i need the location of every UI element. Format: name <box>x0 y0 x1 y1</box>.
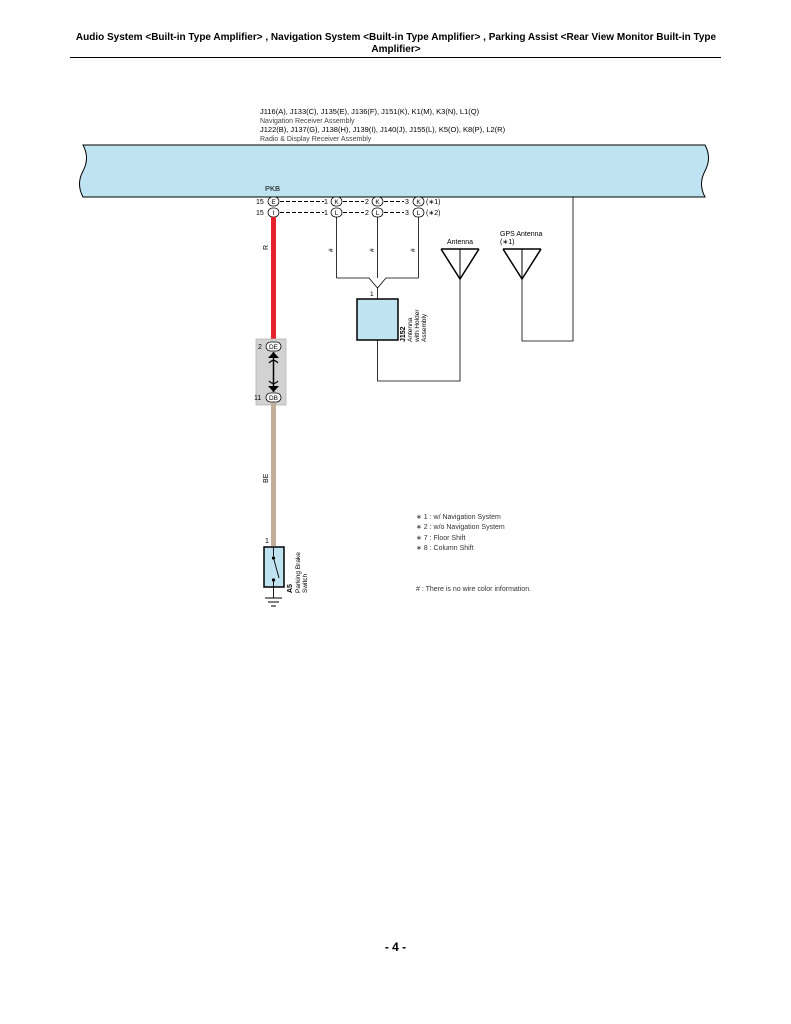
svg-text:L: L <box>417 210 421 217</box>
pin-number-1-a: 1 <box>324 199 328 206</box>
wire-color-unknown-1: # <box>328 248 335 252</box>
junction-arrow-icon <box>268 352 279 392</box>
junction-pin-bottom: 11 <box>254 395 261 402</box>
svg-text:K: K <box>375 199 380 206</box>
radio-connector-list: J122(B), J137(G), J138(H), J139(I), J140… <box>260 125 506 134</box>
svg-text:DE: DE <box>269 344 279 351</box>
radio-receiver-name: Radio & Display Receiver Assembly <box>260 136 372 143</box>
note-line: ∗ 8 : Column Shift <box>416 545 474 552</box>
pin-number-15-a: 15 <box>256 199 264 206</box>
antenna-label: Antenna <box>447 239 473 246</box>
gps-antenna-wire <box>521 197 574 342</box>
connector-l1: L <box>330 207 343 218</box>
connector-k3: K <box>412 196 425 207</box>
pin-number-3-a: 3 <box>405 199 409 206</box>
gps-antenna-note: (∗1) <box>500 239 514 246</box>
antenna-holder-code: J152 <box>400 326 407 342</box>
antenna-holder-pin: 1 <box>370 291 374 298</box>
header-divider <box>70 57 721 58</box>
nav-connector-list: J116(A), J133(C), J135(E), J136(F), J151… <box>260 107 480 116</box>
switch-pin: 1 <box>265 538 269 545</box>
note-wo-navigation: (∗2) <box>426 210 440 217</box>
svg-text:E: E <box>271 199 276 206</box>
svg-text:K: K <box>416 199 421 206</box>
pin-number-2-a: 2 <box>365 199 369 206</box>
svg-text:L: L <box>335 210 339 217</box>
page-title: Audio System <Built-in Type Amplifier> ,… <box>75 32 717 55</box>
antenna-coax-wire <box>377 279 461 382</box>
gps-antenna-label: GPS Antenna <box>500 231 543 238</box>
connector-k1: K <box>330 196 343 207</box>
antenna-icon <box>440 248 480 281</box>
page-number: - 4 - <box>384 940 407 954</box>
pin-number-3-b: 3 <box>405 210 409 217</box>
svg-text:I: I <box>273 210 275 217</box>
pin-number-2-b: 2 <box>365 210 369 217</box>
note-line: ∗ 7 : Floor Shift <box>416 535 465 542</box>
wire-color-r: R <box>263 245 270 250</box>
wire-color-unknown-3: # <box>410 248 417 252</box>
connector-db: DB <box>265 392 282 403</box>
antenna-holder-name-3: Assembly <box>421 313 428 342</box>
receiver-assembly-box <box>79 144 709 198</box>
ground-icon <box>265 587 282 607</box>
connector-de: DE <box>265 341 282 352</box>
junction-pin-top: 2 <box>258 344 262 351</box>
switch-code: A5 <box>287 584 294 593</box>
note-line: ∗ 2 : w/o Navigation System <box>416 524 505 531</box>
svg-text:L: L <box>376 210 380 217</box>
pin-number-15-b: 15 <box>256 210 264 217</box>
antenna-holder-name-2: with Holder <box>414 309 421 343</box>
switch-name-2: Switch <box>302 573 309 593</box>
gps-antenna-icon <box>502 248 542 281</box>
antenna-holder-box <box>356 298 399 341</box>
connector-i: I <box>267 207 280 218</box>
svg-text:DB: DB <box>269 395 278 402</box>
svg-text:K: K <box>334 199 339 206</box>
connector-k2: K <box>371 196 384 207</box>
switch-name-1: Parking Brake <box>295 552 302 593</box>
pkb-signal-label: PKB <box>265 184 280 193</box>
note-line: ∗ 1 : w/ Navigation System <box>416 514 501 521</box>
antenna-merge-lines <box>336 277 419 289</box>
wire-color-unknown-2: # <box>369 248 376 252</box>
pin-number-1-b: 1 <box>324 210 328 217</box>
wire-color-be: BE <box>263 473 270 483</box>
connector-l2: L <box>371 207 384 218</box>
connector-l3: L <box>412 207 425 218</box>
switch-contact-icon <box>271 547 280 587</box>
nav-receiver-name: Navigation Receiver Assembly <box>260 118 355 125</box>
wire-color-footnote: # : There is no wire color information. <box>416 586 531 593</box>
connector-e: E <box>267 196 280 207</box>
note-w-navigation: (∗1) <box>426 199 440 206</box>
antenna-holder-name-1: Antenna <box>407 317 414 342</box>
